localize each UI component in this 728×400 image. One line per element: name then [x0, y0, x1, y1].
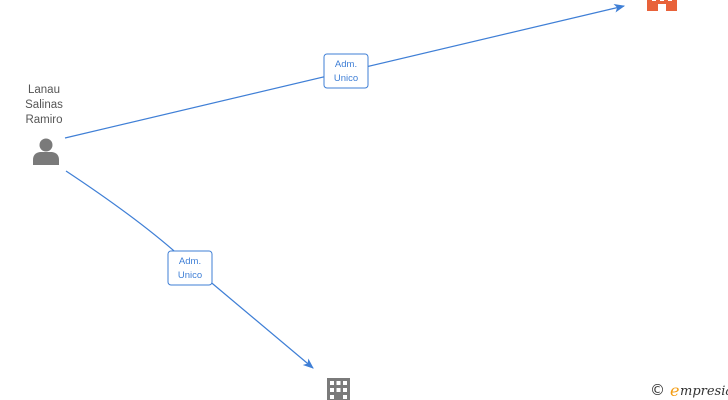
edge-label-line-2: Unico	[334, 73, 358, 84]
edge-label-line-2: Unico	[178, 270, 202, 281]
edge-label[interactable]: Adm. Unico	[323, 53, 369, 89]
person-node[interactable]: Lanau Salinas Ramiro	[25, 84, 63, 165]
edge-person-to-company-top: Adm. Unico	[64, 4, 626, 139]
person-icon	[33, 138, 59, 165]
brand-name: mpresia	[680, 384, 728, 399]
company-node-top[interactable]	[647, 0, 677, 11]
building-icon	[647, 0, 677, 11]
edge-person-to-company-bottom: Adm. Unico	[65, 170, 314, 369]
edge-label-line-1: Adm.	[335, 59, 357, 70]
copyright-symbol: ©	[650, 381, 665, 399]
brand-initial: e	[670, 381, 679, 400]
brand-logo: © e mpresia	[650, 381, 728, 400]
person-name-line-3: Ramiro	[25, 114, 62, 126]
person-name-line-2: Salinas	[25, 99, 63, 111]
company-node-bottom[interactable]	[327, 378, 350, 400]
edge-label[interactable]: Adm. Unico	[167, 250, 213, 286]
edge-label-line-1: Adm.	[179, 256, 201, 267]
person-name-line-1: Lanau	[28, 84, 60, 96]
building-icon	[327, 378, 350, 400]
